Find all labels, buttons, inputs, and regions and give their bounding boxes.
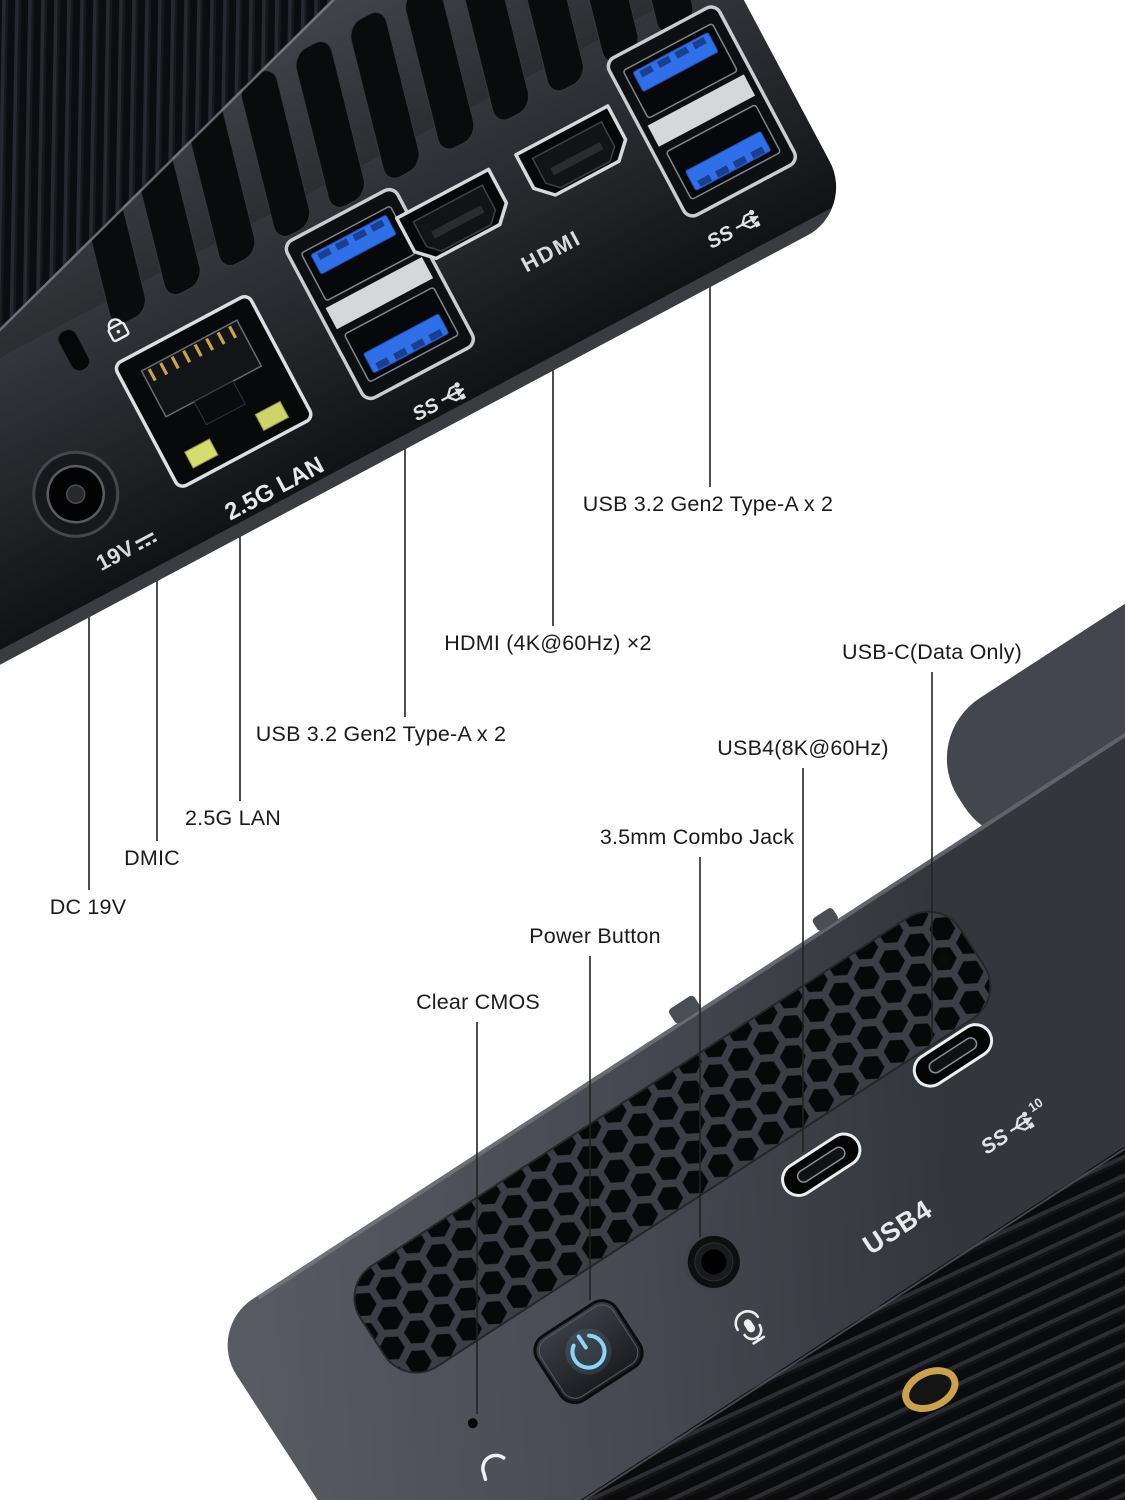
front-top-highlight — [256, 577, 1125, 1300]
hdmi-port-1 — [394, 167, 509, 261]
vent-grille — [76, 0, 694, 325]
power-button[interactable] — [528, 1294, 648, 1409]
kensington-lock-slot — [57, 328, 91, 372]
headphone-icon — [481, 1453, 506, 1482]
callout-label-dmic: DMIC — [124, 846, 180, 870]
front-pinhole — [939, 954, 950, 965]
callout-label-lan: 2.5G LAN — [184, 806, 282, 830]
hex-mesh-grille — [353, 910, 992, 1374]
callout-label-usb-rear-right: USB 3.2 Gen2 Type-A x 2 — [582, 492, 834, 516]
kensington-lock-icon — [107, 318, 130, 343]
mini-pc-front-view: USB4 SS 10 — [227, 438, 1125, 1500]
usb-a-ports-rear-right — [606, 5, 798, 218]
device-far-corner — [946, 438, 1125, 840]
callout-label-usbc-data: USB-C(Data Only) — [841, 640, 1023, 664]
usb4-port — [781, 1132, 862, 1197]
combo-jack-port — [683, 1231, 744, 1292]
callout-lines-front — [476, 672, 933, 1414]
power-ring-indicator — [902, 1367, 959, 1413]
lan-port — [114, 295, 313, 488]
callout-label-dc-19v: DC 19V — [49, 895, 127, 919]
lid-edge-highlight — [0, 0, 604, 348]
power-icon — [570, 1333, 607, 1370]
bevel-edge-highlight — [429, 869, 1125, 1500]
lan-led-left — [184, 438, 219, 469]
usb-a-ports-rear-left — [284, 187, 476, 401]
dc-symbol-icon — [134, 532, 158, 551]
face-bottom-rim — [0, 198, 856, 953]
callout-label-hdmi: HDMI (4K@60Hz) ×2 — [444, 631, 652, 655]
clear-cmos-pinhole — [467, 1418, 478, 1429]
hdmi-port-2 — [514, 104, 628, 197]
top-edge-notch-1 — [669, 995, 701, 1024]
callout-label-clear-cmos: Clear CMOS — [416, 990, 540, 1014]
callout-label-power: Power Button — [529, 924, 661, 948]
dc-jack-port — [32, 450, 120, 538]
lan-led-right — [254, 400, 290, 432]
callout-label-usb-rear-left: USB 3.2 Gen2 Type-A x 2 — [255, 722, 507, 746]
lan-pins — [147, 325, 238, 382]
ss-speed-text: 10 — [1025, 1095, 1045, 1115]
top-edge-notch-2 — [812, 908, 838, 931]
headset-mic-icon — [734, 1310, 765, 1345]
usbc-data-port — [912, 1023, 994, 1088]
callout-label-usb4: USB4(8K@60Hz) — [717, 736, 889, 760]
mini-pc-rear-view: 19V 2.5G LAN — [0, 0, 856, 953]
callout-lines-rear — [88, 250, 711, 890]
callout-label-combo-jack: 3.5mm Combo Jack — [599, 825, 795, 849]
